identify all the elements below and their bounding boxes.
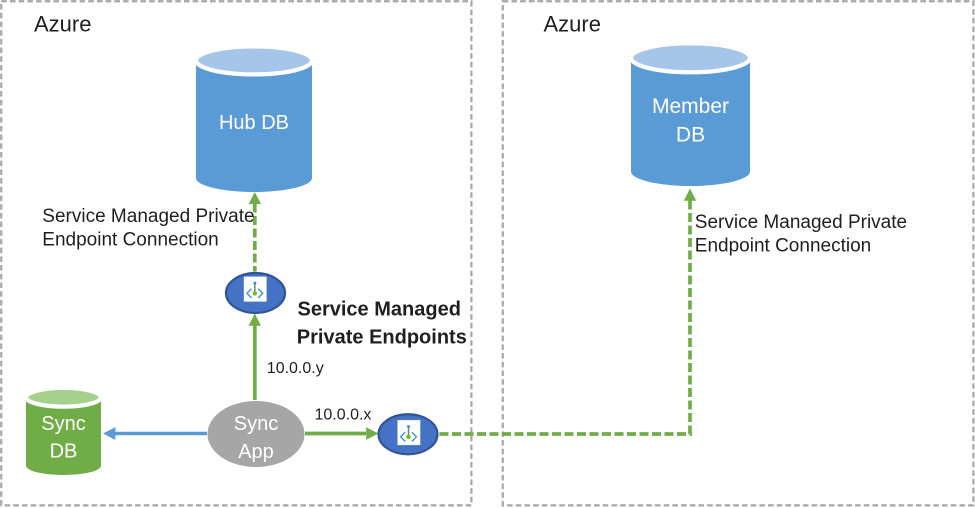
svg-text:DB: DB — [676, 124, 705, 147]
svg-text:Endpoint Connection: Endpoint Connection — [42, 230, 218, 251]
svg-text:10.0.0.y: 10.0.0.y — [267, 360, 324, 377]
svg-text:Service Managed Private: Service Managed Private — [42, 206, 254, 227]
svg-text:DB: DB — [50, 441, 78, 463]
svg-text:Hub DB: Hub DB — [219, 112, 289, 134]
svg-text:10.0.0.x: 10.0.0.x — [315, 406, 372, 423]
svg-text:Azure: Azure — [34, 12, 91, 37]
svg-text:Sync: Sync — [234, 413, 278, 435]
svg-text:Azure: Azure — [544, 12, 601, 37]
svg-text:Sync: Sync — [41, 413, 85, 435]
svg-text:Service Managed Private: Service Managed Private — [695, 212, 907, 233]
svg-text:App: App — [238, 441, 274, 463]
svg-text:Service Managed: Service Managed — [298, 299, 461, 321]
svg-text:Endpoint Connection: Endpoint Connection — [695, 236, 871, 257]
svg-text:Private Endpoints: Private Endpoints — [297, 327, 467, 349]
svg-text:Member: Member — [652, 95, 729, 118]
